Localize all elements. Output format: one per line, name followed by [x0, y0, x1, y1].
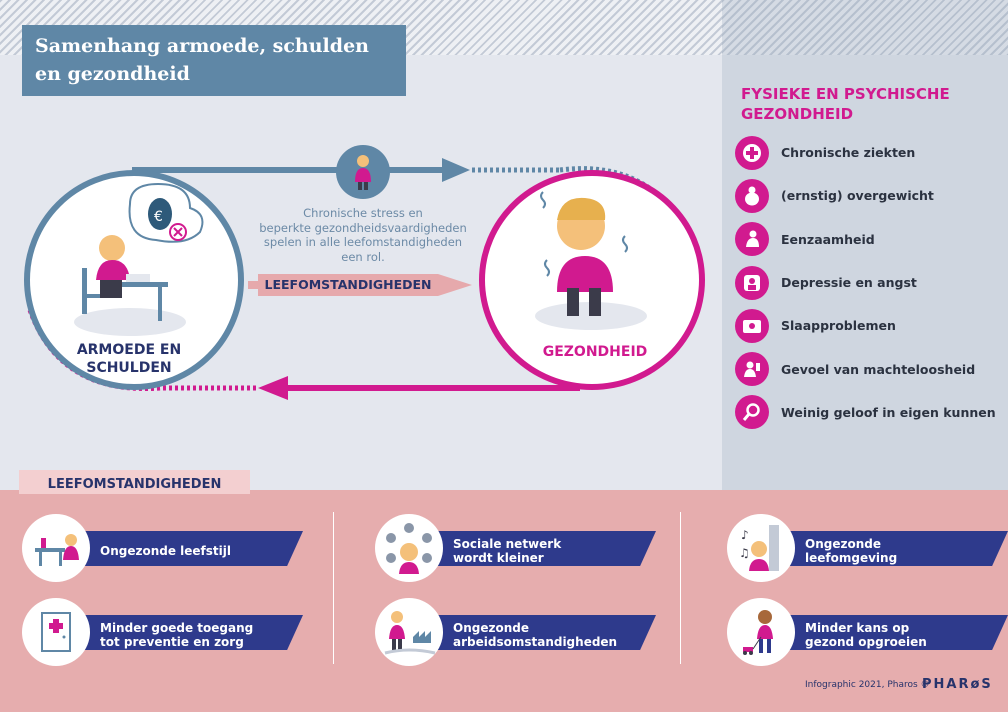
- health-circle: [479, 170, 705, 390]
- health-item-self-efficacy: Weinig geloof in eigen kunnen: [735, 391, 1005, 434]
- factor-label-line-1: Sociale netwerk: [453, 536, 562, 551]
- svg-text:€: €: [154, 209, 163, 225]
- stress-line: spelen in alle leefomstandigheden: [263, 235, 463, 249]
- social-network-icon: [375, 514, 443, 582]
- health-item-loneliness: Eenzaamheid: [735, 218, 1005, 261]
- health-item-powerless: Gevoel van machteloosheid: [735, 347, 1005, 390]
- heading-line-2: GEZONDHEID: [741, 105, 854, 123]
- person-icon: [336, 145, 390, 199]
- powerless-icon: [735, 352, 769, 387]
- noise-icon: ♪♫: [727, 514, 795, 582]
- heading-line-1: FYSIEKE EN PSYCHISCHE: [741, 85, 950, 103]
- pharos-logo: PHARøS: [922, 677, 993, 692]
- factor-banner: Ongezonde leefstijl: [76, 531, 303, 566]
- factor-label-line-2: arbeidsomstandigheden: [453, 634, 618, 649]
- factor-label-line-1: Minder kans op: [805, 620, 910, 635]
- factor-label-line-1: Ongezonde: [453, 620, 529, 635]
- factor-label-line-2: leefomgeving: [805, 550, 898, 565]
- factor-label-line-1: Minder goede toegang: [100, 620, 254, 635]
- column-divider: [333, 512, 334, 664]
- factory-icon: [375, 598, 443, 666]
- depression-icon: [735, 265, 769, 300]
- child-icon: [727, 598, 795, 666]
- panel-hatch-decoration: [722, 0, 1008, 55]
- health-item-chronic: Chronische ziekten: [735, 131, 1005, 174]
- factor-label-line-2: wordt kleiner: [453, 550, 544, 565]
- health-item-label: Slaapproblemen: [781, 318, 896, 334]
- factor-label-line-1: Ongezonde: [805, 536, 881, 551]
- factor-label-line-2: gezond opgroeien: [805, 634, 927, 649]
- medical-cross-icon: [735, 135, 769, 170]
- cycle-diagram: € ARMOEDE EN SCHULDEN: [0, 120, 722, 420]
- credit-text: Infographic 2021, Pharos ©: [805, 680, 930, 690]
- loneliness-icon: [735, 222, 769, 257]
- stressed-woman-icon: €: [74, 182, 204, 336]
- title-line-2: en gezondheid: [35, 63, 190, 85]
- poverty-label-line-2: SCHULDEN: [86, 360, 172, 376]
- column-divider: [680, 512, 681, 664]
- health-item-label: (ernstig) overgewicht: [781, 188, 934, 204]
- health-label: GEZONDHEID: [542, 344, 648, 360]
- factor-label-line-2: tot preventie en zorg: [100, 634, 244, 649]
- factors-heading: LEEFOMSTANDIGHEDEN: [19, 470, 250, 494]
- poverty-circle: €: [24, 170, 244, 390]
- health-item-label: Chronische ziekten: [781, 145, 916, 161]
- first-aid-cabinet-icon: [22, 598, 90, 666]
- factor-label-line-1: Ongezonde leefstijl: [100, 543, 231, 558]
- title-line-1: Samenhang armoede, schulden: [35, 35, 369, 57]
- health-panel: FYSIEKE EN PSYCHISCHE GEZONDHEID Chronis…: [722, 0, 1008, 490]
- factors-section: [0, 490, 1008, 712]
- svg-text:♪: ♪: [741, 528, 749, 542]
- health-item-depression: Depressie en angst: [735, 261, 1005, 304]
- factor-lifestyle: Ongezonde leefstijl: [22, 514, 312, 582]
- health-panel-heading: FYSIEKE EN PSYCHISCHE GEZONDHEID: [741, 84, 996, 124]
- health-item-label: Eenzaamheid: [781, 231, 875, 247]
- poverty-label-line-1: ARMOEDE EN: [76, 342, 182, 358]
- unhealthy-lifestyle-icon: [22, 514, 90, 582]
- poverty-label: ARMOEDE EN SCHULDEN: [64, 341, 194, 377]
- stress-line: Chronische stress en: [303, 206, 423, 220]
- page-title: Samenhang armoede, schulden en gezondhei…: [22, 25, 406, 96]
- svg-text:♫: ♫: [739, 546, 750, 560]
- factors-arrow-label: LEEFOMSTANDIGHEDEN: [258, 274, 438, 296]
- sick-woman-icon: [535, 191, 647, 330]
- magnifier-icon: [735, 395, 769, 430]
- stress-description: Chronische stress en beperkte gezondheid…: [258, 206, 468, 264]
- health-list: Chronische ziekten (ernstig) overgewicht…: [735, 131, 1005, 434]
- health-item-sleep: Slaapproblemen: [735, 304, 1005, 347]
- stress-line: beperkte gezondheidsvaardigheden: [259, 220, 467, 235]
- health-item-label: Gevoel van machteloosheid: [781, 361, 976, 377]
- overweight-icon: [735, 178, 769, 213]
- sleep-icon: [735, 308, 769, 343]
- health-item-label: Depressie en angst: [781, 275, 917, 291]
- health-item-overweight: (ernstig) overgewicht: [735, 174, 1005, 217]
- health-item-label: Weinig geloof in eigen kunnen: [781, 404, 996, 420]
- stress-line: een rol.: [341, 249, 385, 264]
